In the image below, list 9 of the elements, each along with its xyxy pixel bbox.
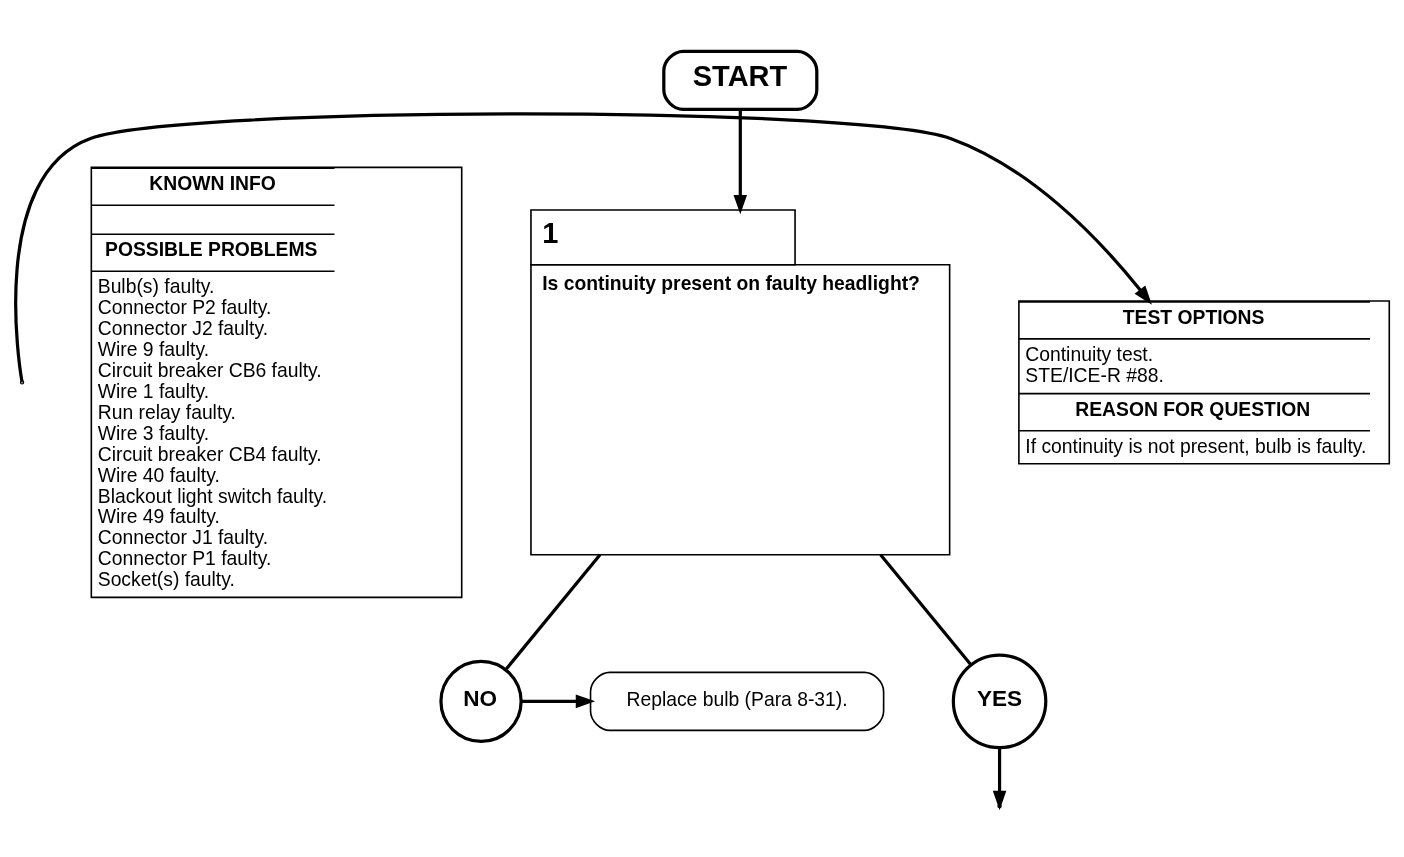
node-circle: YES bbox=[951, 653, 1048, 749]
connector bbox=[504, 553, 602, 671]
node-box: Replace bulb (Para 8-31). bbox=[589, 671, 885, 731]
node-circle: NO bbox=[439, 659, 523, 743]
arrow bbox=[733, 109, 748, 214]
node-box: START bbox=[662, 49, 819, 111]
connector bbox=[879, 553, 973, 666]
arrow bbox=[521, 694, 596, 708]
arrow bbox=[14, 111, 1152, 382]
